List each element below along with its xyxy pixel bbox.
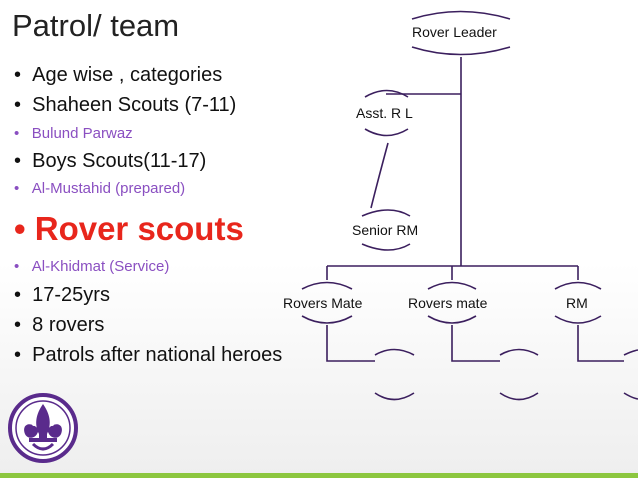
bullet-dot: • xyxy=(14,344,22,366)
bracket-top-rovers-mate-2 xyxy=(427,281,477,290)
bracket-bottom-senior-rm xyxy=(361,243,411,251)
bullet-text: Rover scouts xyxy=(34,210,244,247)
bracket-top-rovers-mate-1 xyxy=(301,281,353,290)
connector-mate1-empty xyxy=(326,325,375,362)
bullet-text: Patrols after national heroes xyxy=(32,344,283,366)
scout-fleur-de-lis-icon xyxy=(8,393,78,463)
bullet-item: • Shaheen Scouts (7-11) xyxy=(14,94,236,117)
slide-title: Patrol/ team xyxy=(12,8,180,43)
bullet-item: • Bulund Parwaz xyxy=(14,125,133,142)
bracket-bottom-empty-1 xyxy=(374,392,415,401)
node-rovers-mate-2: Rovers mate xyxy=(408,295,488,311)
bullet-item: • Al-Khidmat (Service) xyxy=(14,258,169,275)
bullet-dot: • xyxy=(14,180,20,197)
bullet-item: • Al-Mustahid (prepared) xyxy=(14,180,185,197)
bullet-dot: • xyxy=(14,284,22,306)
bullet-item: • Age wise , categories xyxy=(14,64,222,87)
bracket-bottom-rover-leader xyxy=(411,46,511,56)
bullet-text: Age wise , categories xyxy=(32,64,223,86)
bullet-text: Bulund Parwaz xyxy=(31,125,133,142)
bracket-top-rover-leader xyxy=(411,10,511,20)
bracket-bottom-empty-2 xyxy=(499,392,539,401)
bullet-dot: • xyxy=(14,258,20,275)
bullet-dot: • xyxy=(14,210,26,247)
bracket-bottom-rovers-mate-1 xyxy=(301,315,353,324)
bracket-top-empty-3 xyxy=(623,349,638,356)
bullet-dot: • xyxy=(14,150,22,172)
bullet-item: • 17-25yrs xyxy=(14,284,110,307)
node-rovers-mate-1: Rovers Mate xyxy=(283,295,363,311)
bracket-bottom-asst-rl xyxy=(364,128,409,137)
bullet-text: Shaheen Scouts (7-11) xyxy=(32,94,237,116)
bullet-item: • 8 rovers xyxy=(14,314,104,337)
footer-accent-bar xyxy=(0,473,638,478)
bullet-item: • Rover scouts xyxy=(14,210,244,248)
bullet-dot: • xyxy=(14,94,22,116)
org-chart-connectors xyxy=(301,10,638,401)
node-rm: RM xyxy=(566,295,588,311)
bracket-bottom-rm xyxy=(554,315,602,324)
node-rover-leader: Rover Leader xyxy=(412,24,497,40)
bullet-item: • Boys Scouts(11-17) xyxy=(14,150,206,173)
bracket-top-asst-rl xyxy=(364,89,409,98)
bullet-text: 17-25yrs xyxy=(32,284,110,306)
bracket-bottom-rovers-mate-2 xyxy=(427,315,477,324)
bracket-top-empty-2 xyxy=(499,348,539,356)
bracket-bottom-empty-3 xyxy=(623,392,638,400)
bullet-dot: • xyxy=(14,64,22,86)
bullet-text: Al-Mustahid (prepared) xyxy=(31,180,186,197)
connector-rm-empty xyxy=(577,325,624,362)
bullet-text: 8 rovers xyxy=(32,314,105,336)
bracket-top-senior-rm xyxy=(361,209,411,217)
bracket-top-empty-1 xyxy=(374,348,415,356)
bullet-text: Al-Khidmat (Service) xyxy=(31,258,170,275)
bracket-top-rm xyxy=(554,281,602,290)
bullet-text: Boys Scouts(11-17) xyxy=(32,150,207,172)
node-asst-rl: Asst. R L xyxy=(356,105,413,121)
bullet-dot: • xyxy=(14,314,22,336)
connector-mate2-empty xyxy=(451,325,500,362)
connector-asst-senior xyxy=(370,142,389,209)
bullet-dot: • xyxy=(14,125,20,142)
node-senior-rm: Senior RM xyxy=(352,222,419,238)
bullet-item: • Patrols after national heroes xyxy=(14,344,282,367)
